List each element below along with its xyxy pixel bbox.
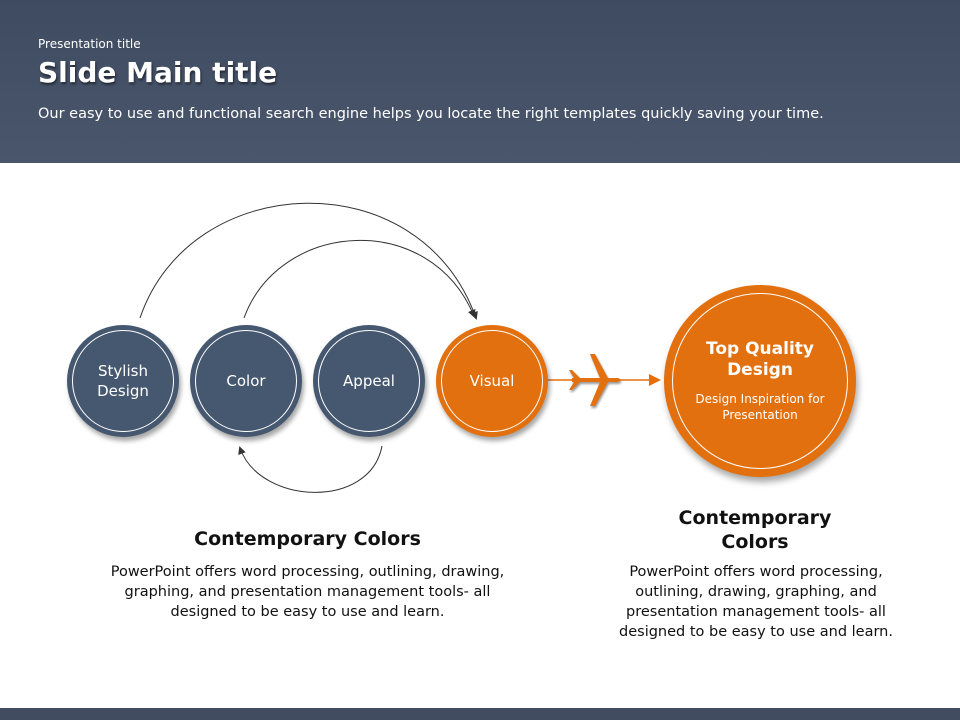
- left-heading: Contemporary Colors: [194, 528, 421, 550]
- presentation-title: Presentation title: [38, 37, 141, 51]
- result-title: Top Quality Design: [706, 339, 814, 380]
- circle-visual: Visual: [436, 325, 548, 437]
- right-body: PowerPoint offers word processing, outli…: [619, 564, 893, 640]
- left-body: PowerPoint offers word processing, outli…: [110, 564, 505, 620]
- arc-arrow-stylish-to-visual: [139, 202, 478, 320]
- right-heading: Contemporary Colors: [678, 507, 832, 553]
- airplane-icon: [569, 354, 621, 406]
- circle-label: Color: [226, 372, 266, 390]
- slide-footer-bar: [0, 708, 960, 720]
- result-circle: Top Quality Design Design Inspiration fo…: [664, 285, 856, 477]
- slide-subtitle: Our easy to use and functional search en…: [38, 106, 824, 122]
- circle-color: Color: [190, 325, 302, 437]
- circle-label: Appeal: [343, 372, 395, 390]
- arc-arrow-color-to-visual: [243, 240, 476, 319]
- circle-stylish-design: Stylish Design: [67, 325, 179, 437]
- slide-header: Presentation title Slide Main title Our …: [0, 0, 960, 163]
- circle-label: Stylish Design: [97, 362, 149, 400]
- circle-label: Visual: [469, 372, 515, 390]
- result-subtitle: Design Inspiration for Presentation: [695, 392, 825, 422]
- slide-main-title: Slide Main title: [38, 56, 278, 89]
- arc-arrow-appeal-to-color: [238, 445, 383, 493]
- circle-appeal: Appeal: [313, 325, 425, 437]
